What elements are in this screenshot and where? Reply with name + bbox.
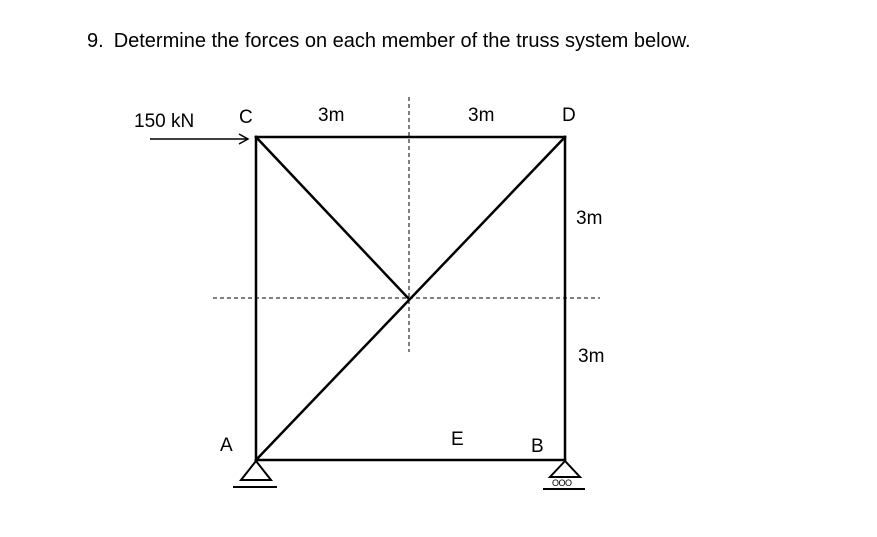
load-label: 150 kN	[134, 111, 194, 132]
dimension-top-left: 3m	[318, 105, 344, 126]
roller-wheels: OOO	[552, 478, 572, 488]
dimension-top-right: 3m	[468, 105, 494, 126]
question: 9. Determine the forces on each member of…	[87, 30, 691, 53]
question-text: Determine the forces on each member of t…	[113, 30, 691, 52]
roller-support-b: OOO	[543, 459, 585, 490]
dimension-right-lower: 3m	[578, 346, 604, 367]
node-label-c: C	[239, 107, 253, 128]
member-a-d-diagonal	[254, 135, 567, 462]
dimension-right-upper: 3m	[576, 208, 602, 229]
pin-support-a	[233, 459, 277, 488]
node-label-b: B	[531, 436, 544, 457]
question-number: 9.	[87, 30, 104, 52]
node-label-a: A	[220, 435, 233, 456]
member-c-center-diagonal	[254, 135, 410, 300]
node-label-d: D	[562, 105, 576, 126]
node-label-e: E	[451, 429, 464, 450]
